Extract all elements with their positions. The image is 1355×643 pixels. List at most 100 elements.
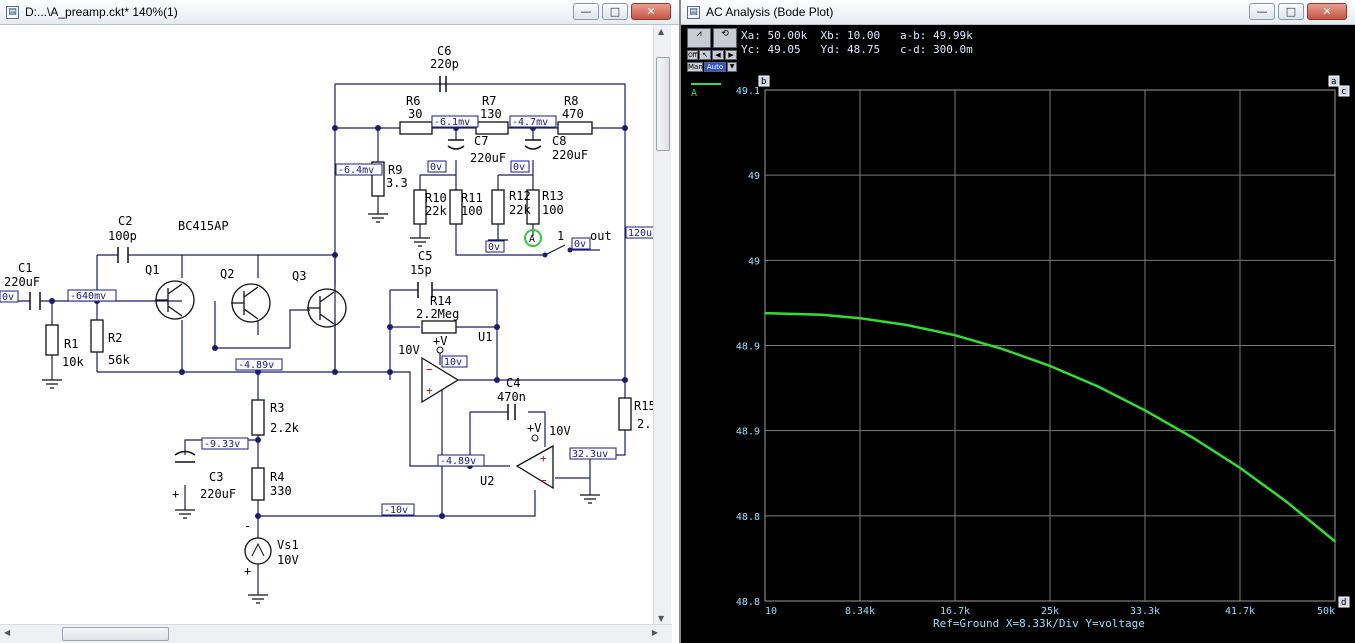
vtag-c1: 0v [2, 292, 14, 303]
close-button[interactable]: ✕ [631, 3, 671, 20]
y-tick-label: 48.9 [736, 342, 760, 353]
value-r10: 22k [425, 204, 447, 218]
data-point [1097, 386, 1099, 388]
minimize-icon: — [574, 4, 598, 19]
data-point [1001, 348, 1003, 350]
svg-text:−: − [540, 474, 547, 487]
schematic-title: D:...\A_preamp.ckt* 140%(1) [25, 5, 178, 19]
label-c5: C5 [418, 249, 432, 263]
label-c6: C6 [437, 44, 451, 58]
scroll-up-icon[interactable]: ▲ [658, 27, 664, 36]
label-q3: Q3 [292, 269, 306, 283]
svg-text:−: − [426, 363, 433, 376]
vs1-minus: - [244, 519, 251, 533]
label-r3: R3 [270, 401, 284, 415]
bode-plot[interactable]: 49.1494948.948.948.848.8108.34k16.7k25k3… [681, 0, 1355, 643]
vtag-right: 120u [628, 228, 652, 239]
u1-supply-value: 10V [398, 343, 420, 357]
maximize-button[interactable]: □ [602, 3, 628, 20]
x-tick-label: 33.3k [1130, 606, 1160, 617]
out-label: out [590, 229, 612, 243]
data-point [1286, 501, 1288, 503]
schematic-canvas[interactable]: − + + − [0, 25, 655, 625]
value-r9: 3.3 [386, 176, 408, 190]
label-c3: C3 [209, 470, 223, 484]
scroll-down-icon[interactable]: ▼ [658, 614, 664, 623]
u2-supply-label: +V [527, 421, 541, 435]
resistor-bodies [46, 122, 631, 500]
label-c2: C2 [118, 214, 132, 228]
label-u1: U1 [478, 330, 492, 344]
label-r15: R15 [634, 399, 655, 413]
vtag-u2out: 32.3uv [572, 449, 608, 460]
label-u2: U2 [480, 474, 494, 488]
value-r8: 470 [562, 107, 584, 121]
vtag-u1: 10v [444, 357, 462, 368]
scroll-right-icon[interactable]: ▶ [652, 628, 658, 637]
vertical-scrollbar[interactable]: ▲ ▼ [653, 25, 671, 625]
value-c3: 220uF [200, 487, 236, 501]
value-r15: 2. [637, 417, 651, 431]
scroll-left-icon[interactable]: ◀ [4, 628, 10, 637]
data-point [1192, 437, 1194, 439]
schematic-titlebar[interactable]: ▤ D:...\A_preamp.ckt* 140%(1) — □ ✕ [0, 0, 679, 25]
cursor-c-label: c [1341, 87, 1346, 97]
close-icon: ✕ [632, 4, 670, 19]
label-r1: R1 [64, 337, 78, 351]
u2-supply-dot [532, 435, 538, 441]
bode-window: ▤ AC Analysis (Bode Plot) — □ ✕ ⩘ ⟲ Off … [680, 0, 1355, 643]
label-r2: R2 [108, 331, 122, 345]
value-r6: 30 [408, 107, 422, 121]
schematic-window: ▤ D:...\A_preamp.ckt* 140%(1) — □ ✕ [0, 0, 680, 643]
value-r13: 100 [542, 203, 564, 217]
y-tick-label: 48.8 [736, 512, 760, 523]
switch-label: 1 [557, 229, 564, 243]
minimize-button[interactable]: — [573, 3, 599, 20]
probe-label: A [529, 234, 535, 245]
value-c5: 15p [410, 263, 432, 277]
vs1-symbol [245, 538, 271, 564]
label-r10: R10 [425, 191, 447, 205]
value-r4: 330 [270, 484, 292, 498]
plot-footer: Ref=Ground X=8.33k/Div Y=voltage [933, 617, 1145, 630]
x-tick-label: 41.7k [1225, 606, 1255, 617]
vs1-plus: + [244, 564, 251, 578]
svg-text:+: + [426, 384, 433, 397]
y-tick-label: 48.9 [736, 427, 760, 438]
value-r1: 10k [62, 355, 84, 369]
value-c7: 220uF [470, 151, 506, 165]
u1-supply-label: +V [433, 334, 447, 348]
c3-plus: + [172, 487, 179, 501]
label-c4: C4 [506, 376, 520, 390]
label-r4: R4 [270, 470, 284, 484]
label-r7: R7 [482, 94, 496, 108]
data-point [955, 335, 957, 337]
document-icon: ▤ [6, 6, 19, 19]
value-vs1: 10V [277, 553, 299, 567]
value-r2: 56k [108, 353, 130, 367]
label-vs1: Vs1 [277, 538, 299, 552]
label-c7: C7 [474, 134, 488, 148]
horizontal-scroll-thumb[interactable] [62, 627, 169, 641]
vtag-u2in: -4.89v [440, 456, 476, 467]
label-r8: R8 [564, 94, 578, 108]
ground-symbols [42, 214, 600, 603]
value-r7: 130 [480, 107, 502, 121]
vertical-scroll-thumb[interactable] [656, 57, 670, 151]
label-r14: R14 [430, 294, 452, 308]
horizontal-scrollbar[interactable]: ◀ ▶ [0, 624, 672, 643]
data-point [1334, 541, 1336, 543]
vtag-c3: -9.33v [204, 439, 240, 450]
value-r3: 2.2k [270, 421, 300, 435]
maximize-icon: □ [603, 4, 627, 19]
bode-plot-svg: 49.1494948.948.948.848.8108.34k16.7k25k3… [681, 0, 1355, 643]
data-point [764, 312, 766, 314]
vtag-r7r8: -4.7mv [512, 117, 548, 128]
label-q2: Q2 [220, 267, 234, 281]
data-point [1144, 409, 1146, 411]
y-tick-label: 49.1 [736, 86, 760, 97]
vtag-neg: -10v [384, 505, 408, 516]
capacitor-plates [30, 76, 541, 462]
schematic-drawing: − + + − [0, 25, 655, 625]
value-c8: 220uF [552, 148, 588, 162]
